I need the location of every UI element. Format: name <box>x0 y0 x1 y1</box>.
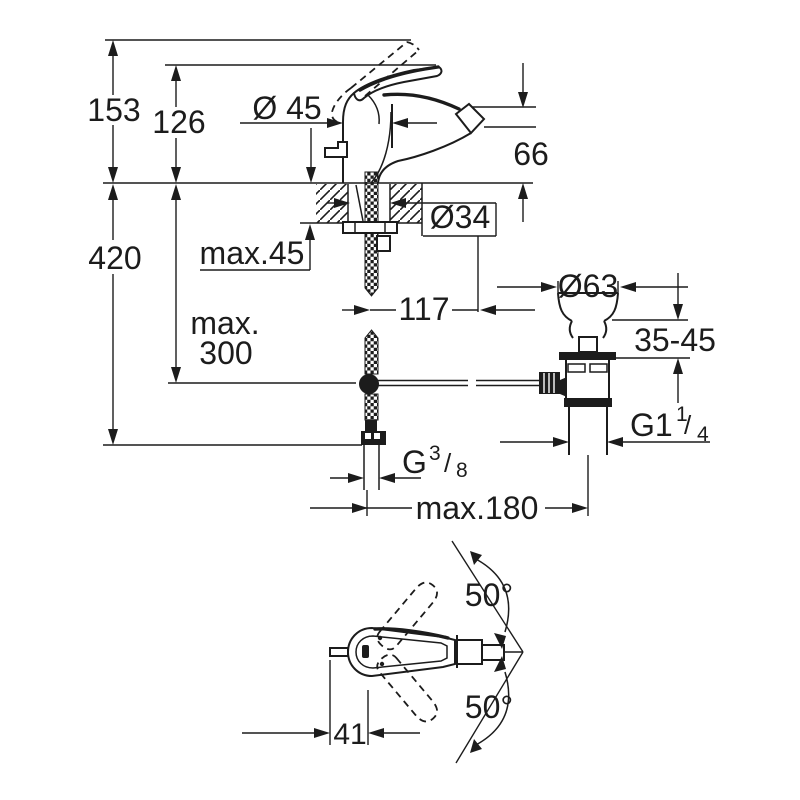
spout-top-edge <box>382 92 461 111</box>
reference-lines <box>103 39 536 446</box>
dim-label-50-bottom: 50° <box>465 689 513 725</box>
lever-top-edge <box>358 65 440 92</box>
handle-swivel-dashed <box>376 581 438 723</box>
dim-label-dia45: Ø 45 <box>252 90 321 126</box>
hose-nut-top <box>365 420 377 431</box>
handle-neck <box>456 639 483 665</box>
dim-label-50-top: 50° <box>465 577 513 613</box>
outlet-stub <box>329 647 349 657</box>
thread-label-g114-num: 1 <box>676 403 688 426</box>
dim-66: 66 <box>513 63 549 222</box>
thread-label-g38: G <box>402 444 427 480</box>
pop-up-rod <box>359 374 540 394</box>
shank-nut <box>342 221 398 234</box>
handle-slot <box>362 645 369 658</box>
dim-label-max300-b: 300 <box>199 335 252 371</box>
top-view: 50° 50° 41 <box>242 540 524 764</box>
dim-label-41: 41 <box>333 718 366 751</box>
dim-dia63: Ø63 <box>497 268 688 304</box>
dim-swivel-angles: 50° 50° <box>451 540 524 764</box>
drain-valve <box>539 292 619 455</box>
rod-ball-joint <box>359 374 379 394</box>
thread-label-g114-den: 4 <box>697 423 709 446</box>
faucet-body <box>324 41 486 184</box>
dim-label-420: 420 <box>88 240 141 276</box>
thread-label-g38-num: 3 <box>429 442 441 465</box>
handle-shaft <box>481 644 505 661</box>
dim-label-126: 126 <box>152 104 205 140</box>
dim-label-dia34: Ø34 <box>430 199 490 235</box>
aerator <box>454 102 486 135</box>
thread-label-g114-slash: / <box>684 410 692 440</box>
handle-top-view <box>329 581 523 723</box>
dim-126-max300: 126 max. 300 <box>152 65 260 383</box>
dim-dia34: Ø34 <box>327 198 497 237</box>
dim-max180: max.180 <box>310 455 589 526</box>
valve-body-band <box>564 398 612 407</box>
dim-117: 117 <box>342 236 535 327</box>
dim-g1-quarter: G1 1 / 4 <box>500 403 710 447</box>
dim-41: 41 <box>242 660 420 751</box>
dim-35-45: 35-45 <box>612 273 716 403</box>
thread-label-g38-den: 8 <box>456 459 468 482</box>
thread-label-g38-slash: / <box>444 448 452 478</box>
spout-underside <box>377 132 472 184</box>
dim-label-max300-a: max. <box>190 305 259 341</box>
dim-label-35-45: 35-45 <box>634 322 716 358</box>
dim-label-153: 153 <box>87 92 140 128</box>
dim-label-dia63: Ø63 <box>558 268 618 304</box>
plug-stem <box>578 336 598 353</box>
valve-flange <box>559 352 616 360</box>
dim-label-117: 117 <box>398 291 449 327</box>
hose-connection-nut <box>361 431 386 445</box>
dim-label-max45: max.45 <box>200 235 305 271</box>
side-view: 153 420 126 max. 300 Ø 45 <box>87 39 716 526</box>
dim-label-max180: max.180 <box>416 490 539 526</box>
dim-153-420: 153 420 <box>87 40 142 445</box>
supply-hose <box>342 171 398 490</box>
dim-label-66: 66 <box>513 136 549 172</box>
dim-dia45: Ø 45 <box>240 90 437 128</box>
thread-label-g114: G1 <box>630 407 673 443</box>
handle-top-edge <box>373 627 450 640</box>
pop-up-knob <box>324 141 348 158</box>
hose-fitting <box>376 235 391 252</box>
dim-max45: max.45 <box>200 128 316 271</box>
dim-g-three-eighths: G 3 / 8 <box>330 442 468 483</box>
